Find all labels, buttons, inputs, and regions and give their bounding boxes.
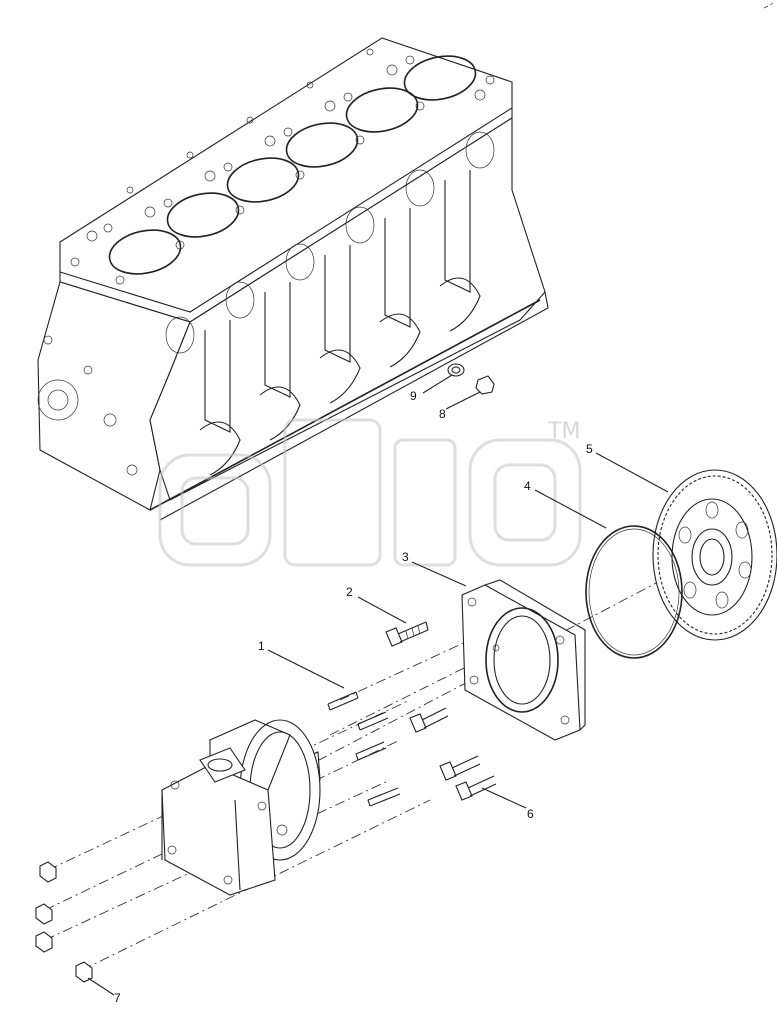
pump-assembly [161, 719, 321, 896]
hex-nuts [35, 861, 93, 983]
o-ring-seal [585, 525, 683, 659]
watermark-logo: TM [158, 418, 582, 567]
engine-block [37, 37, 549, 521]
callout-5: 5 [586, 442, 593, 456]
watermark-trademark: TM [547, 419, 580, 444]
callout-2: 2 [346, 585, 353, 599]
plug-and-washer [447, 363, 495, 395]
corner-mark [763, 2, 774, 9]
leader-lines [87, 374, 669, 996]
hex-bolts-short [439, 755, 497, 801]
callout-3: 3 [402, 550, 409, 564]
callout-6: 6 [527, 807, 534, 821]
callout-8: 8 [439, 407, 446, 421]
studs [327, 691, 449, 807]
assembly-axis-lines [44, 559, 701, 971]
callout-7: 7 [114, 991, 121, 1005]
hex-bolt-long [385, 621, 429, 647]
callout-4: 4 [524, 479, 531, 493]
callout-labels: 1 2 3 4 5 6 7 8 9 [114, 389, 593, 1005]
drive-gear [652, 469, 777, 641]
adapter-housing [461, 579, 586, 741]
callout-9: 9 [410, 389, 417, 403]
callout-1: 1 [258, 639, 265, 653]
